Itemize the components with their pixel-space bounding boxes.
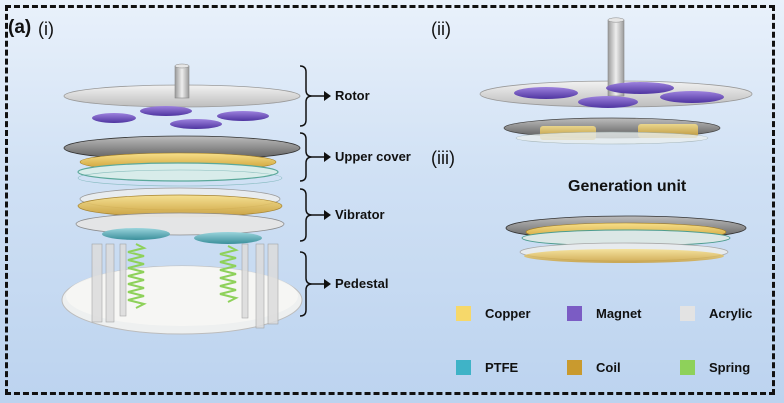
legend-item-acrylic: Acrylic	[680, 303, 752, 323]
vibrator-label: Vibrator	[335, 207, 385, 222]
part-arrows	[312, 95, 324, 285]
ptfe-swatch-icon	[456, 359, 471, 375]
legend-label: Coil	[596, 359, 621, 375]
panel-i-label: (i)	[38, 19, 54, 39]
legend-label: Acrylic	[709, 305, 753, 321]
dashed-frame	[5, 5, 775, 395]
pedestal-assembly	[61, 243, 303, 335]
panel-a-label: (a)	[8, 17, 32, 38]
legend-item-coil: Coil	[567, 357, 621, 377]
panel-iii-illustration	[505, 215, 747, 263]
panel-ii-illustration	[479, 17, 753, 145]
upper-cover-label: Upper cover	[335, 149, 411, 164]
acrylic-swatch-icon	[680, 305, 695, 321]
upper-cover-assembly	[63, 135, 301, 187]
spring-left	[127, 243, 147, 309]
part-braces	[299, 65, 313, 317]
legend-label: PTFE	[485, 359, 519, 375]
arrow-heads	[324, 91, 331, 289]
legend-label: Spring	[709, 359, 751, 375]
magnet-swatch-icon	[567, 305, 582, 321]
generation-unit-title: Generation unit	[568, 178, 687, 195]
coil-swatch-icon	[567, 359, 582, 375]
pedestal-label: Pedestal	[335, 276, 389, 291]
panel-ii-label: (ii)	[431, 19, 451, 39]
legend-item-ptfe: PTFE	[456, 357, 518, 377]
legend-label: Magnet	[596, 305, 642, 321]
rotor-assembly	[63, 63, 301, 129]
copper-swatch-icon	[456, 305, 471, 321]
spring-swatch-icon	[680, 359, 695, 375]
legend-item-spring: Spring	[680, 357, 750, 377]
spring-right	[219, 245, 239, 303]
legend-item-copper: Copper	[456, 303, 531, 323]
rotor-label: Rotor	[335, 88, 370, 103]
legend-item-magnet: Magnet	[567, 303, 642, 323]
vibrator-assembly	[75, 187, 285, 244]
panel-iii-label: (iii)	[431, 148, 455, 168]
legend-label: Copper	[485, 305, 531, 321]
